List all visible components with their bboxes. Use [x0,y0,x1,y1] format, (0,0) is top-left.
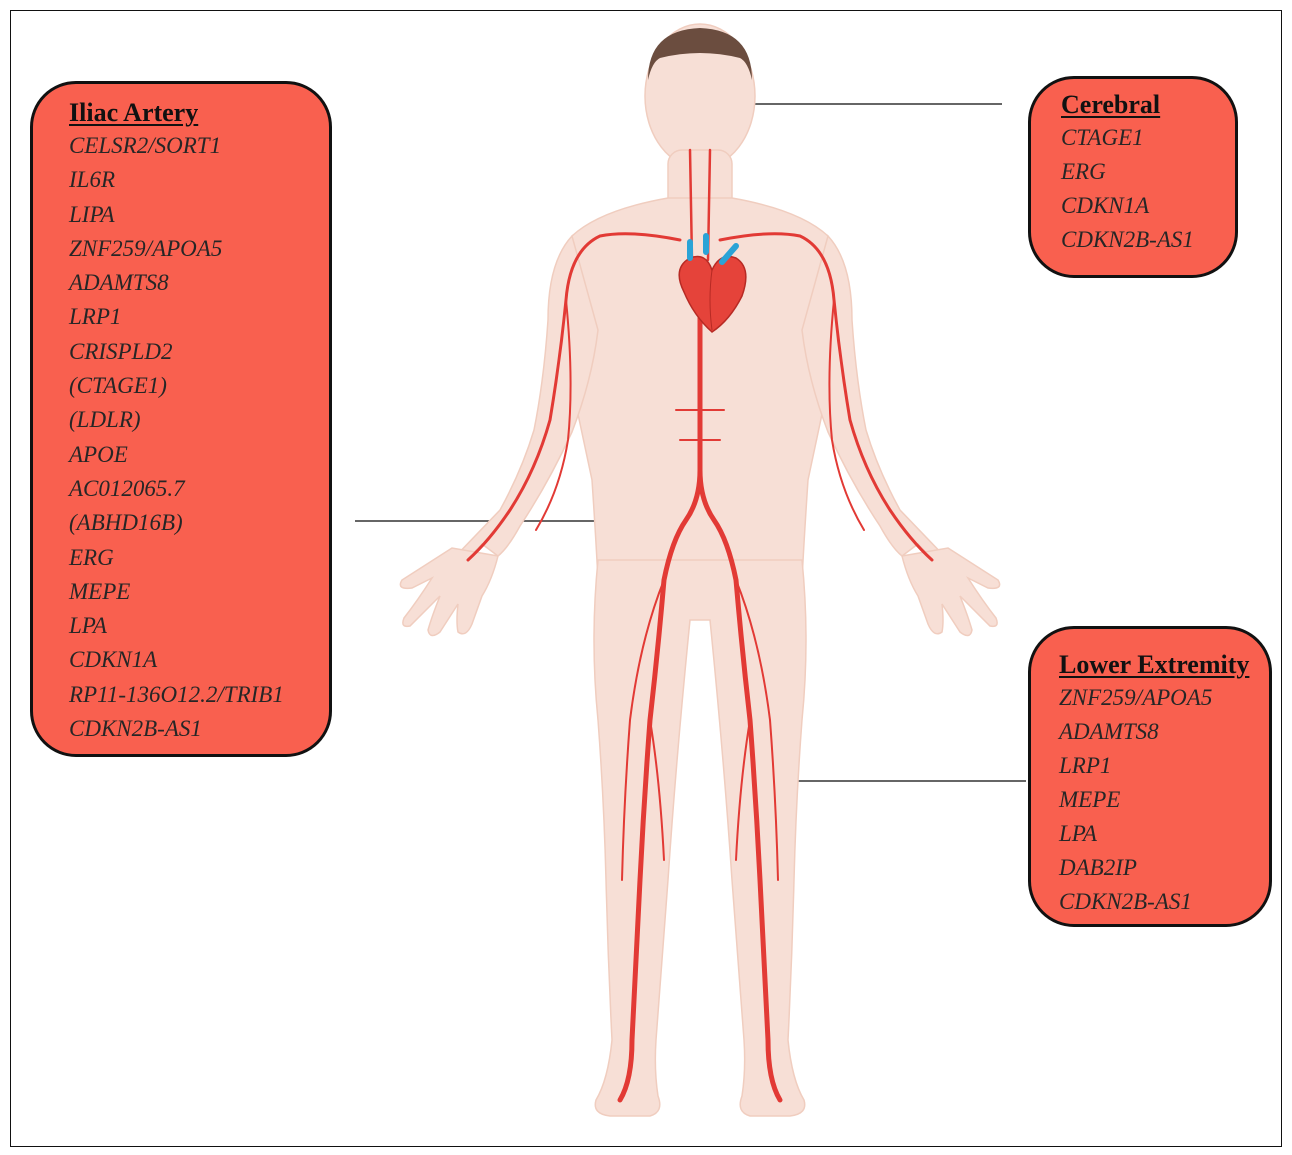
iliac-artery-gene-list: CELSR2/SORT1 IL6R LIPA ZNF259/APOA5 ADAM… [69,129,329,746]
cerebral-box: Cerebral CTAGE1 ERG CDKN1A CDKN2B-AS1 [1028,76,1238,278]
gene-item: CRISPLD2 [69,335,329,369]
gene-item: CDKN1A [1061,189,1235,223]
gene-item: (LDLR) [69,403,329,437]
cerebral-gene-list: CTAGE1 ERG CDKN1A CDKN2B-AS1 [1061,121,1235,257]
gene-item: MEPE [69,575,329,609]
lower-extremity-title: Lower Extremity [1059,649,1269,681]
gene-item: ERG [69,541,329,575]
iliac-artery-box: Iliac Artery CELSR2/SORT1 IL6R LIPA ZNF2… [30,81,332,757]
gene-item: CDKN1A [69,643,329,677]
body-silhouette [400,24,999,1116]
gene-item: DAB2IP [1059,851,1269,885]
gene-item: LIPA [69,198,329,232]
iliac-artery-title: Iliac Artery [69,97,329,129]
gene-item: (CTAGE1) [69,369,329,403]
gene-item: LRP1 [1059,749,1269,783]
gene-item: LPA [69,609,329,643]
gene-item: ZNF259/APOA5 [69,232,329,266]
lower-extremity-gene-list: ZNF259/APOA5 ADAMTS8 LRP1 MEPE LPA DAB2I… [1059,681,1269,919]
cerebral-title: Cerebral [1061,89,1235,121]
gene-item: RP11-136O12.2/TRIB1 [69,678,329,712]
gene-item: AC012065.7 [69,472,329,506]
gene-item: ADAMTS8 [69,266,329,300]
gene-item: IL6R [69,163,329,197]
gene-item: APOE [69,438,329,472]
gene-item: MEPE [1059,783,1269,817]
gene-item: CDKN2B-AS1 [1061,223,1235,257]
gene-item: ERG [1061,155,1235,189]
gene-item: ZNF259/APOA5 [1059,681,1269,715]
gene-item: ADAMTS8 [1059,715,1269,749]
gene-item: LPA [1059,817,1269,851]
gene-item: CTAGE1 [1061,121,1235,155]
gene-item: CDKN2B-AS1 [69,712,329,746]
gene-item: CDKN2B-AS1 [1059,885,1269,919]
gene-item: LRP1 [69,300,329,334]
gene-item: CELSR2/SORT1 [69,129,329,163]
gene-item: (ABHD16B) [69,506,329,540]
lower-extremity-box: Lower Extremity ZNF259/APOA5 ADAMTS8 LRP… [1028,626,1272,927]
